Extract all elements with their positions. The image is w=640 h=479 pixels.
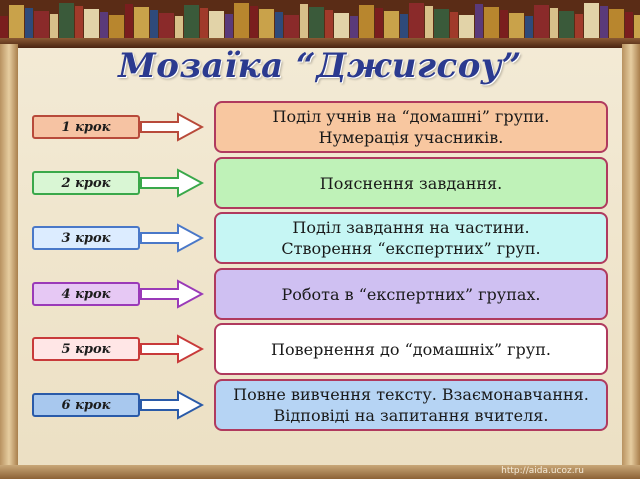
bookshelf: [0, 0, 640, 44]
step-label-2: 2 крок: [32, 171, 140, 195]
book-spine: [484, 7, 499, 38]
book-spine: [59, 3, 74, 38]
left-pillar: [0, 44, 18, 479]
book-spine: [309, 7, 324, 38]
book-spine: [34, 11, 49, 38]
step-text-line: Повернення до “домашніх” груп.: [271, 339, 551, 359]
book-spine: [275, 12, 283, 38]
right-arrow-icon: [140, 390, 204, 420]
right-arrow-icon: [140, 279, 204, 309]
right-arrow-icon: [140, 223, 204, 253]
right-arrow-icon: [140, 112, 204, 142]
book-spine: [184, 5, 199, 38]
book-spine: [209, 11, 224, 38]
book-spine: [575, 14, 583, 38]
book-spine: [25, 8, 33, 38]
book-spine: [225, 14, 233, 38]
book-spine: [200, 8, 208, 38]
book-spine: [475, 4, 483, 38]
step-text-line: Поділ завдання на частини.: [292, 218, 530, 237]
book-spine: [84, 9, 99, 38]
book-spine: [534, 5, 549, 38]
book-spine: [284, 15, 299, 38]
watermark: http://aida.ucoz.ru: [501, 466, 584, 476]
book-spine: [109, 15, 124, 38]
book-spine: [134, 7, 149, 38]
book-spine: [359, 5, 374, 38]
book-spine: [550, 8, 558, 38]
book-spine: [100, 12, 108, 38]
book-spine: [50, 14, 58, 38]
book-spine: [259, 9, 274, 38]
step-text-line: Повне вивчення тексту. Взаємонавчання.: [233, 385, 589, 404]
book-spine: [634, 15, 640, 38]
book-spine: [625, 12, 633, 38]
book-spine: [609, 9, 624, 38]
book-spine: [75, 6, 83, 38]
book-spine: [400, 14, 408, 38]
step-text-line: Пояснення завдання.: [319, 173, 503, 193]
page-title: Мозаїка “Джигсоу”: [118, 46, 522, 86]
step-text-line: Створення “експертних” груп.: [281, 239, 541, 258]
book-spine: [175, 16, 183, 38]
step-box-1: Поділ учнів на “домашні” групи. Нумерація…: [214, 101, 608, 153]
book-spine: [434, 9, 449, 38]
bottom-board: [0, 465, 640, 479]
right-arrow-icon: [140, 168, 204, 198]
step-label-4: 4 крок: [32, 282, 140, 306]
book-spine: [559, 11, 574, 38]
step-text-line: Робота в “експертних” групах.: [281, 284, 541, 304]
right-pillar: [622, 44, 640, 479]
book-spine: [125, 4, 133, 38]
book-spine: [409, 3, 424, 38]
step-text-line: Поділ учнів на “домашні” групи.: [272, 107, 550, 126]
step-box-5: Повернення до “домашніх” груп.: [214, 323, 608, 375]
book-spine: [500, 10, 508, 38]
step-box-6: Повне вивчення тексту. Взаємонавчання. Ві…: [214, 379, 608, 431]
step-text-line: Відповіді на запитання вчителя.: [273, 406, 549, 425]
book-spine: [525, 16, 533, 38]
step-box-3: Поділ завдання на частини. Створення “екс…: [214, 212, 608, 264]
step-text-line: Нумерація учасників.: [318, 128, 504, 147]
book-spine: [0, 16, 8, 38]
book-spine: [325, 10, 333, 38]
shelf-board: [0, 38, 640, 48]
step-label-6: 6 крок: [32, 393, 140, 417]
step-label-3: 3 крок: [32, 226, 140, 250]
right-arrow-icon: [140, 334, 204, 364]
book-spine: [509, 13, 524, 38]
book-spine: [234, 3, 249, 38]
book-spine: [584, 3, 599, 38]
book-spine: [600, 6, 608, 38]
step-label-1: 1 крок: [32, 115, 140, 139]
step-box-2: Пояснення завдання.: [214, 157, 608, 209]
book-spine: [459, 15, 474, 38]
book-spine: [375, 8, 383, 38]
step-label-5: 5 крок: [32, 337, 140, 361]
book-spine: [350, 16, 358, 38]
book-spine: [9, 5, 24, 38]
book-spine: [250, 6, 258, 38]
book-spine: [334, 13, 349, 38]
step-box-4: Робота в “експертних” групах.: [214, 268, 608, 320]
book-spine: [300, 4, 308, 38]
book-spine: [150, 10, 158, 38]
book-spine: [425, 6, 433, 38]
book-spine: [450, 12, 458, 38]
book-spine: [384, 11, 399, 38]
book-spine: [159, 13, 174, 38]
